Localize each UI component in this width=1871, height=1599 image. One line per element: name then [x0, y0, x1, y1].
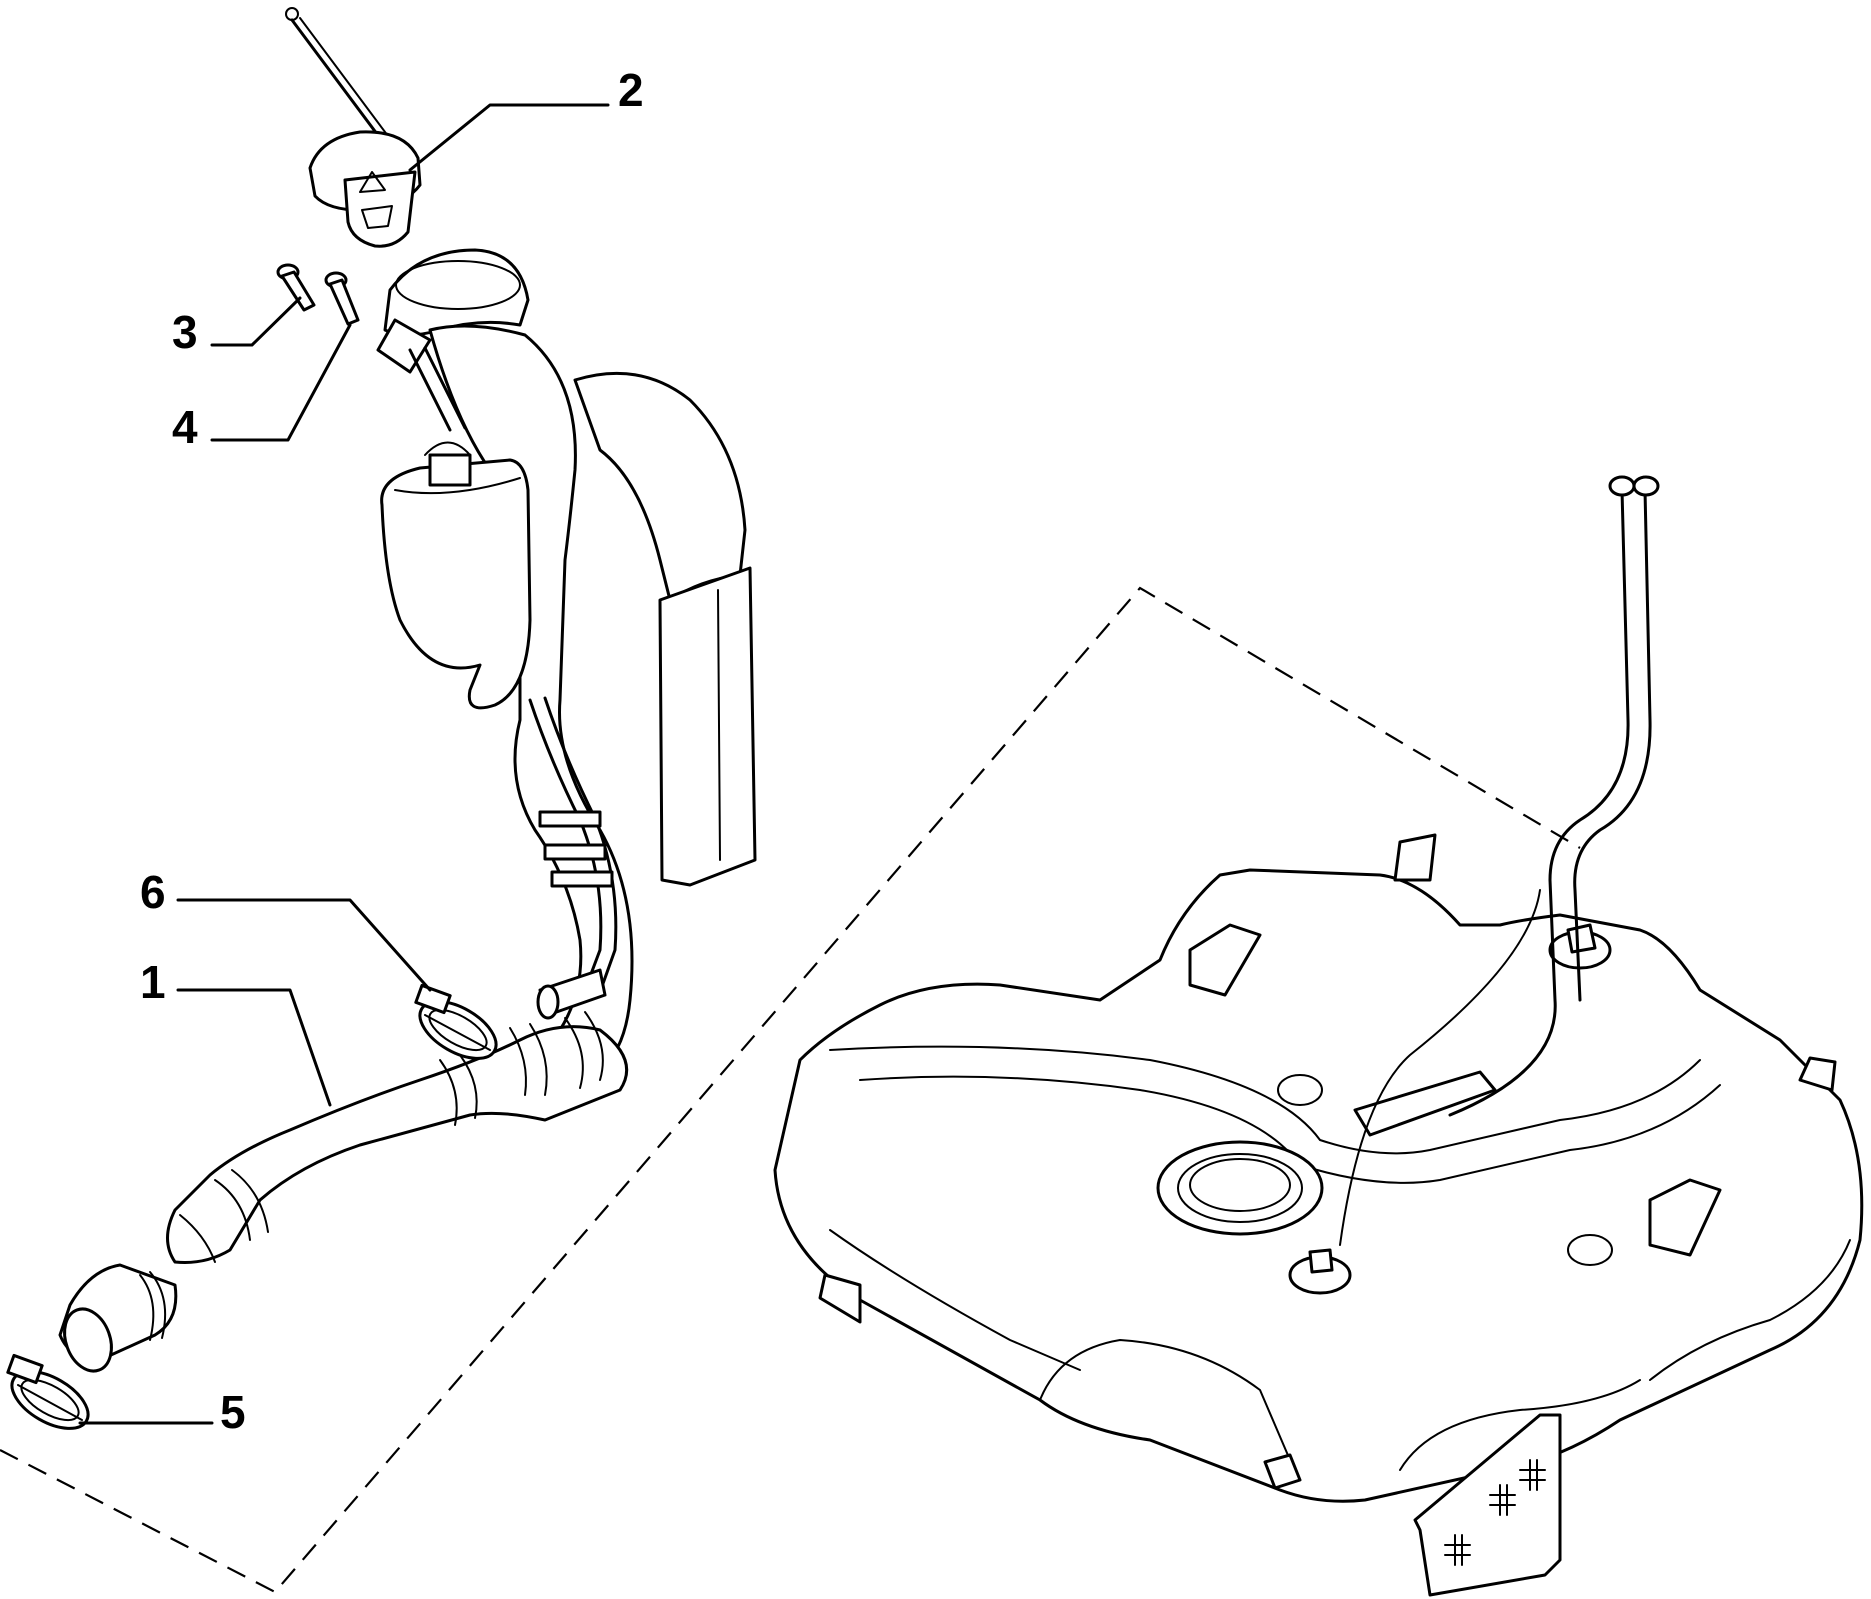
callout-5: 5 [220, 1386, 246, 1438]
leader-line-6 [176, 898, 432, 992]
hose-clamp-5 [6, 1353, 90, 1430]
callout-6: 6 [140, 866, 166, 918]
leader-line-3 [210, 296, 302, 347]
callout-1: 1 [140, 956, 166, 1008]
filler-hose [58, 1011, 629, 1373]
hose-clamp-6 [414, 983, 498, 1060]
callout-3: 3 [172, 306, 198, 358]
bolt-3 [276, 263, 316, 312]
leader-line-2 [408, 103, 610, 172]
filler-cap [285, 7, 422, 248]
bolt-4 [324, 271, 360, 326]
filler-neck-assembly [376, 248, 757, 1072]
callout-4: 4 [172, 401, 198, 453]
assembly-boundary-dashed [0, 586, 1581, 1594]
callout-2: 2 [618, 64, 644, 116]
leader-line-1 [176, 988, 332, 1107]
fuel-tank [773, 475, 1864, 1597]
leader-line-4 [210, 323, 352, 442]
